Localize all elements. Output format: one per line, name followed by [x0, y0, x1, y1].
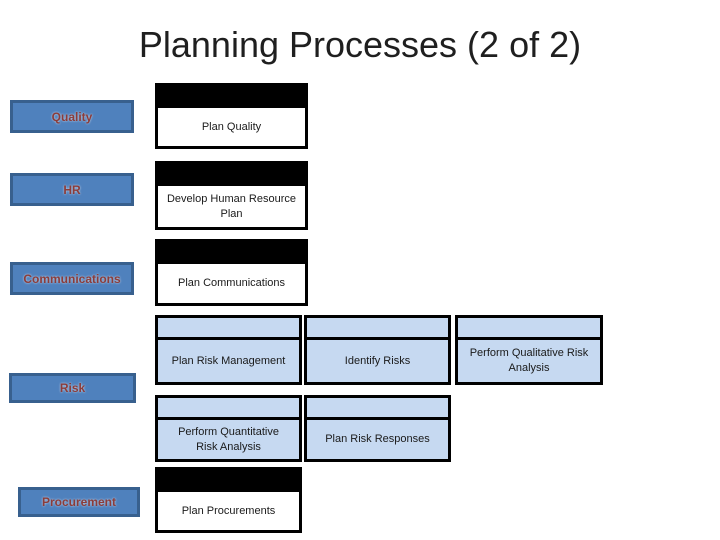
- process-box-header: [307, 318, 448, 340]
- process-label-plan-procurements: Plan Procurements: [181, 504, 276, 517]
- process-box-header: [158, 318, 299, 340]
- process-label-plan-quality: Plan Quality: [201, 120, 262, 133]
- process-label-perform-quantitative-risk-analysis: Perform Quantitative Risk Analysis: [178, 425, 279, 453]
- process-box-plan-risk-responses: Plan Risk Responses: [304, 395, 451, 462]
- category-label-hr: HR: [10, 173, 134, 206]
- category-label-communications: Communications: [10, 262, 134, 295]
- process-box-header: [158, 242, 305, 264]
- process-box-perform-qualitative-risk-analysis: Perform Qualitative Risk Analysis: [455, 315, 603, 385]
- process-box-perform-quantitative-risk-analysis: Perform Quantitative Risk Analysis: [155, 395, 302, 462]
- category-label-quality: Quality: [10, 100, 134, 133]
- process-label-plan-risk-management: Plan Risk Management: [171, 354, 286, 367]
- process-label-plan-communications: Plan Communications: [178, 277, 285, 290]
- process-box-plan-communications: Plan Communications: [155, 239, 308, 306]
- process-box-header: [458, 318, 600, 340]
- process-label-develop-hr-plan: Develop Human Resource Plan: [166, 192, 296, 220]
- process-box-plan-risk-management: Plan Risk Management: [155, 315, 302, 385]
- process-box-header: [307, 398, 448, 420]
- process-label-plan-risk-responses: Plan Risk Responses: [325, 433, 430, 446]
- process-box-plan-procurements: Plan Procurements: [155, 467, 302, 533]
- process-box-header: [158, 398, 299, 420]
- process-box-develop-hr-plan: Develop Human Resource Plan: [155, 161, 308, 230]
- process-box-header: [158, 86, 305, 108]
- category-label-procurement: Procurement: [18, 487, 140, 517]
- category-label-risk: Risk: [9, 373, 136, 403]
- process-label-perform-qualitative-risk-analysis: Perform Qualitative Risk Analysis: [469, 347, 589, 374]
- process-box-plan-quality: Plan Quality: [155, 83, 308, 149]
- process-box-identify-risks: Identify Risks: [304, 315, 451, 385]
- process-label-identify-risks: Identify Risks: [344, 354, 411, 367]
- process-box-header: [158, 470, 299, 492]
- slide-title: Planning Processes (2 of 2): [138, 24, 582, 65]
- process-box-header: [158, 164, 305, 186]
